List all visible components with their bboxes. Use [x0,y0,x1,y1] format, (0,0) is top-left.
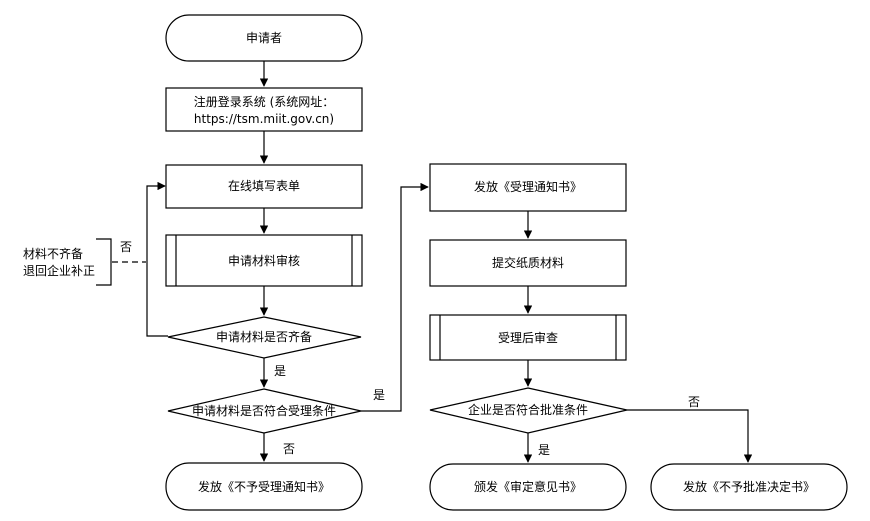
node-submit-paper-label: 提交纸质材料 [492,255,564,270]
label-yes-approved: 是 [538,443,550,457]
edge-incomplete-return [146,181,168,337]
node-applicant-label: 申请者 [246,31,282,45]
node-register-label-2: https://tsm.miit.gov.cn) [194,112,334,126]
annotation-line-2: 退回企业补正 [23,263,95,278]
edge-approval-denied [627,409,753,463]
node-reject-notice-label: 发放《不予受理通知书》 [198,479,330,494]
node-review-label: 申请材料审核 [228,253,300,268]
node-register-label-1: 注册登录系统 (系统网址： [194,94,335,109]
node-approval-conditions: 企业是否符合批准条件 [429,387,628,434]
node-not-approved: 发放《不予批准决定书》 [650,463,848,511]
label-no-denied: 否 [688,395,700,409]
label-yes-complete: 是 [274,364,286,378]
node-issue-notice: 发放《受理通知书》 [429,163,627,212]
node-review-opinion: 颁发《审定意见书》 [429,463,627,511]
node-post-review-label: 受理后审查 [498,330,558,345]
annotation-bracket [96,238,112,286]
node-review: 申请材料审核 [165,234,363,287]
node-meets-conditions: 申请材料是否符合受理条件 [167,388,362,434]
node-reject-notice: 发放《不予受理通知书》 [165,462,363,511]
edge-conditions-accept [361,182,429,412]
label-no-reject: 否 [283,442,295,456]
node-post-review: 受理后审查 [429,314,627,361]
node-materials-complete-label: 申请材料是否齐备 [216,329,312,344]
label-yes-accept: 是 [373,388,385,402]
label-no-incomplete: 否 [120,240,132,254]
node-fill-form-label: 在线填写表单 [228,179,300,193]
node-not-approved-label: 发放《不予批准决定书》 [683,479,815,494]
node-register: 注册登录系统 (系统网址： https://tsm.miit.gov.cn) [165,87,363,132]
node-materials-complete: 申请材料是否齐备 [167,316,362,359]
node-approval-conditions-label: 企业是否符合批准条件 [468,402,588,417]
node-fill-form: 在线填写表单 [165,164,363,209]
node-review-opinion-label: 颁发《审定意见书》 [474,479,582,494]
edges [112,61,753,463]
node-issue-notice-label: 发放《受理通知书》 [474,179,582,194]
node-submit-paper: 提交纸质材料 [429,239,627,287]
node-meets-conditions-label: 申请材料是否符合受理条件 [192,403,336,418]
node-applicant: 申请者 [165,14,363,62]
annotation-line-1: 材料不齐备 [23,246,83,261]
